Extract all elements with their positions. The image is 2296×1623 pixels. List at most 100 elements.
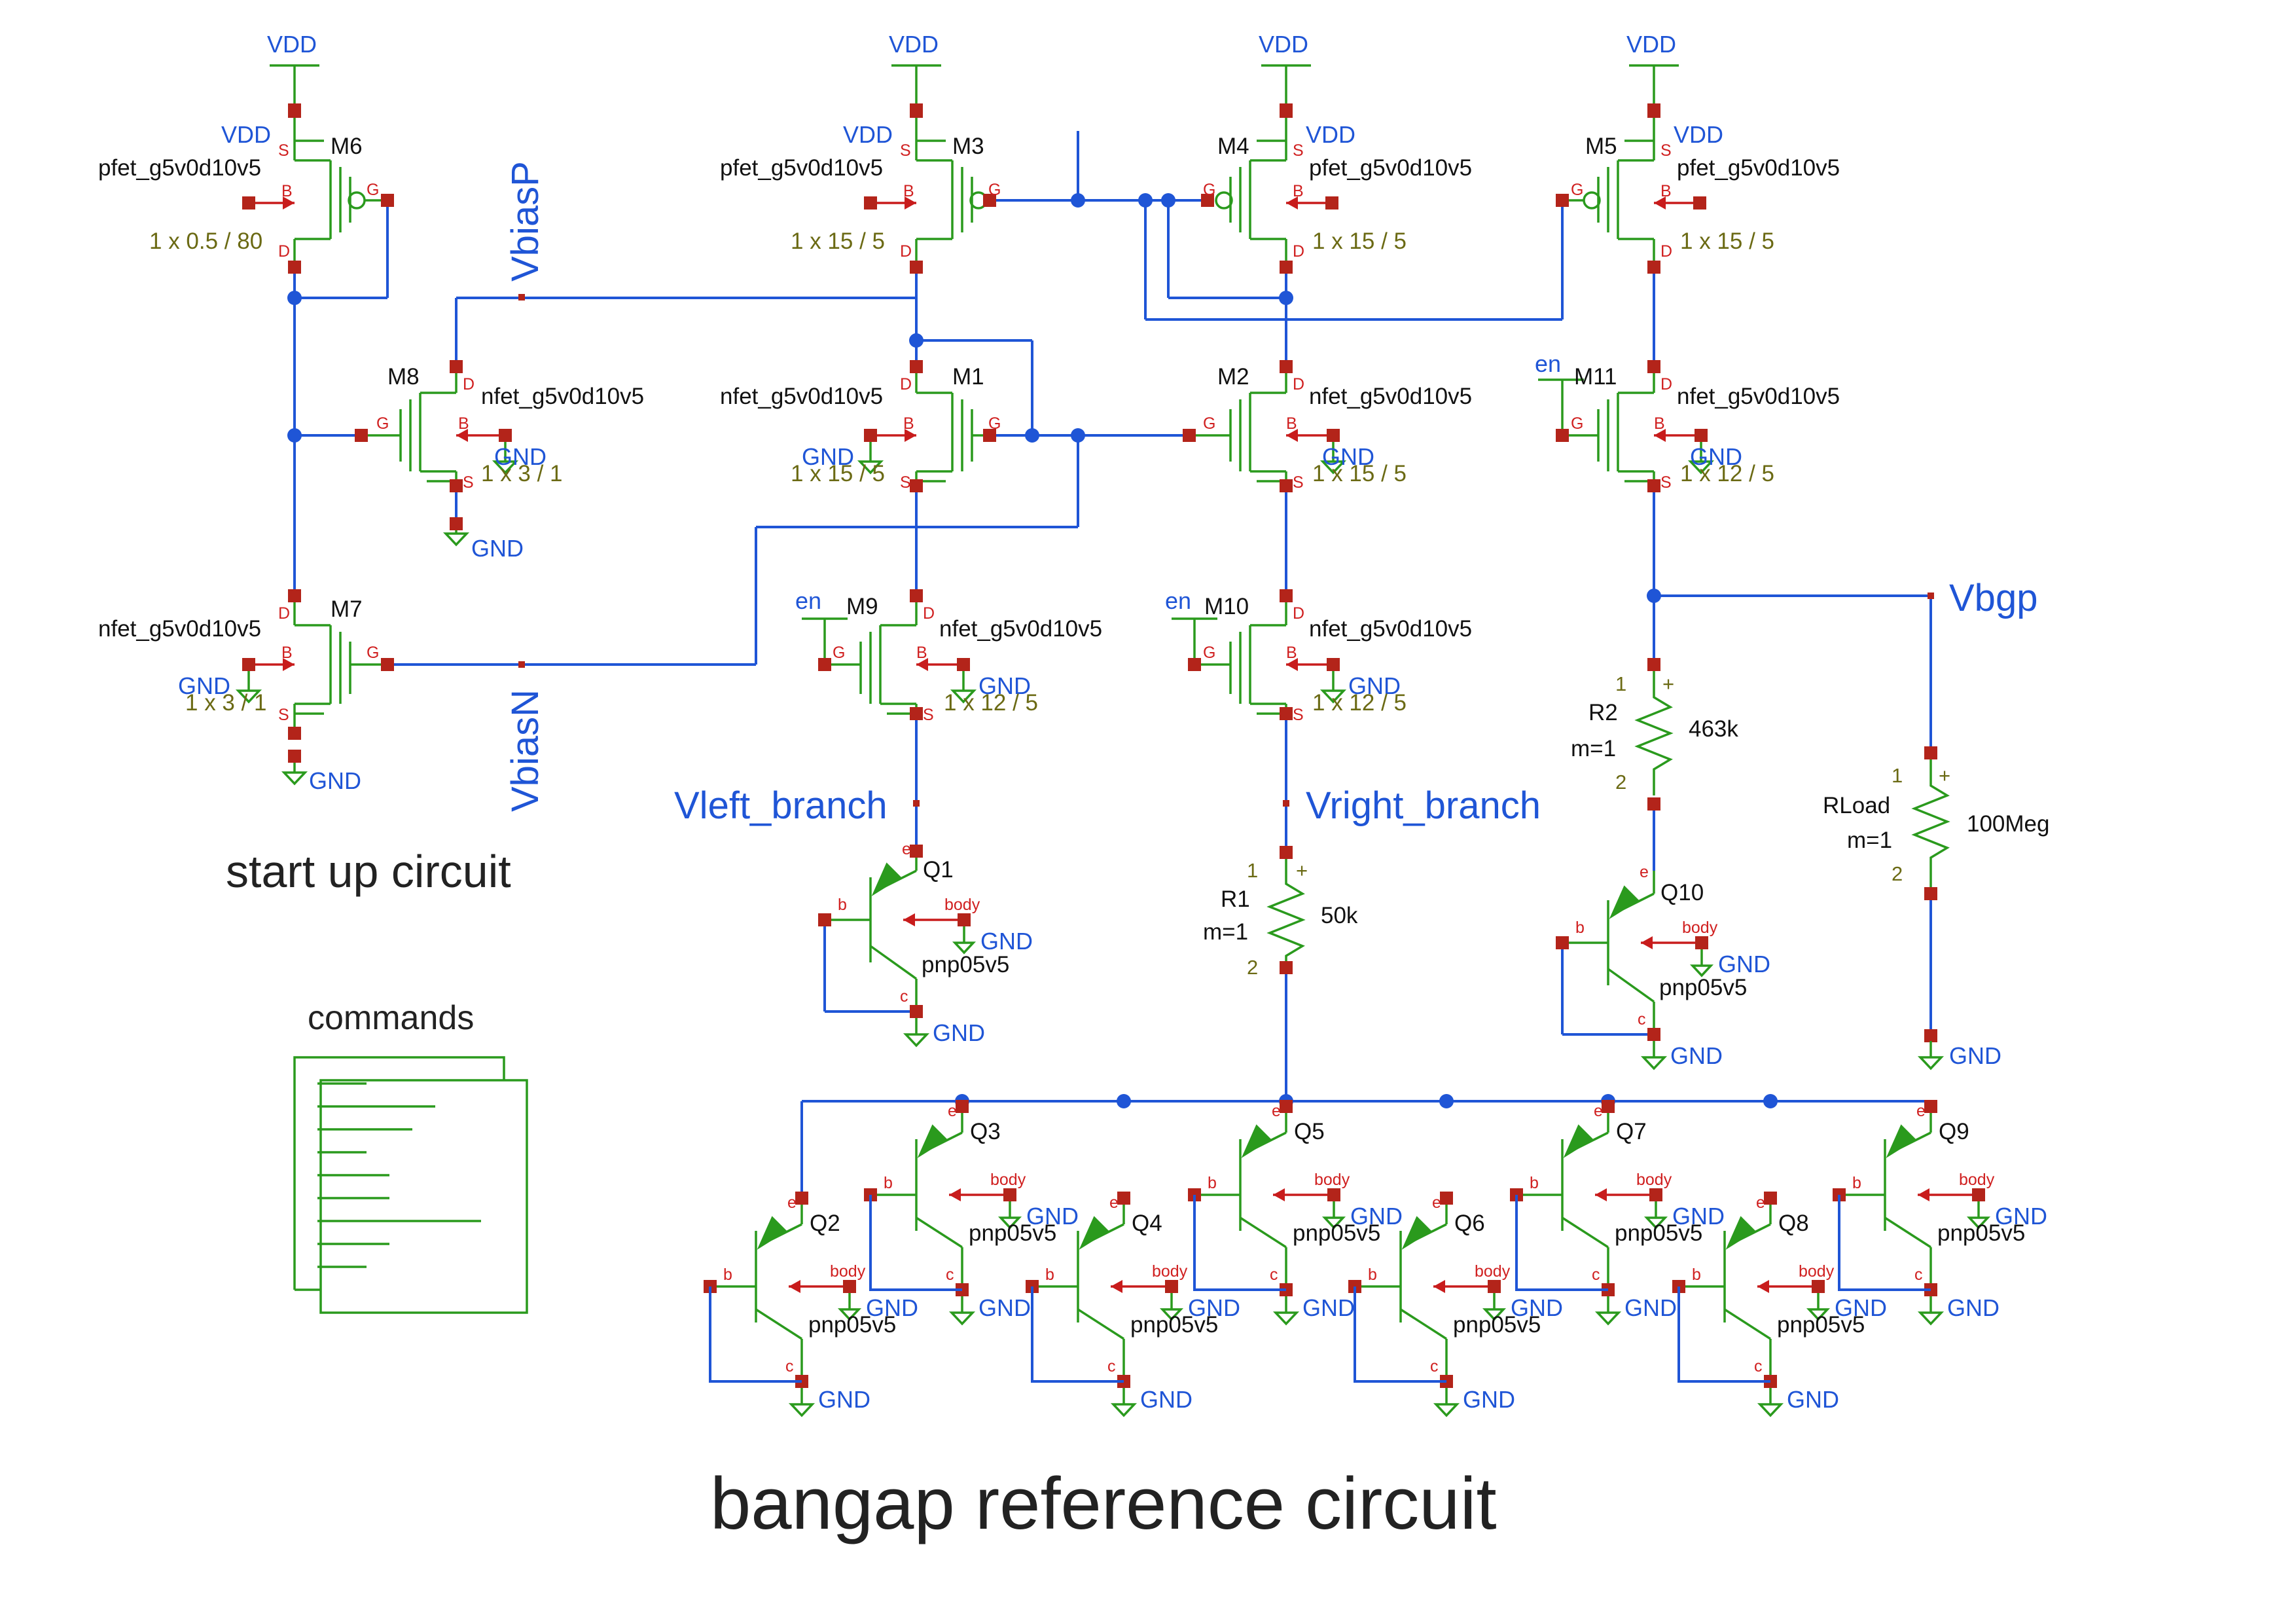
svg-text:pnp05v5: pnp05v5 [922, 952, 1009, 977]
svg-text:c: c [1754, 1357, 1763, 1376]
gnd-label: GND [1947, 1294, 2000, 1321]
svg-text:D: D [278, 242, 290, 261]
svg-text:G: G [988, 414, 1001, 433]
svg-text:M7: M7 [331, 596, 363, 622]
svg-text:pfet_g5v0d10v5: pfet_g5v0d10v5 [1677, 155, 1840, 181]
gnd-label: GND [1672, 1203, 1725, 1230]
svg-text:Q10: Q10 [1660, 880, 1704, 905]
svg-text:nfet_g5v0d10v5: nfet_g5v0d10v5 [1309, 384, 1472, 409]
svg-text:body: body [1152, 1262, 1188, 1281]
svg-text:b: b [838, 896, 847, 914]
svg-text:VDD: VDD [1674, 121, 1723, 148]
svg-text:GND: GND [978, 672, 1031, 699]
svg-text:VDD: VDD [1626, 31, 1676, 58]
svg-text:100Meg: 100Meg [1967, 811, 2049, 837]
svg-text:G: G [833, 644, 845, 662]
svg-text:GND: GND [1322, 443, 1374, 470]
svg-text:GND: GND [802, 443, 854, 470]
svg-text:B: B [1660, 182, 1672, 200]
device-name: Q5 [1294, 1119, 1325, 1144]
svg-text:VDD: VDD [843, 121, 893, 148]
svg-text:+: + [1662, 672, 1674, 695]
mosfet-m1[interactable]: GND M1 nfet_g5v0d10v5 1 x 15 / 5 D B G S [720, 360, 1001, 492]
svg-text:B: B [903, 182, 914, 200]
svg-text:nfet_g5v0d10v5: nfet_g5v0d10v5 [939, 616, 1102, 642]
device-name: Q9 [1939, 1119, 1969, 1144]
gnd-label: GND [866, 1294, 918, 1321]
svg-text:S: S [278, 141, 289, 160]
mosfet-m9[interactable]: en GND M9 nfet_g5v0d10v5 1 x 12 / 5 D B … [795, 587, 1102, 724]
mosfet-m8[interactable]: GND GND M8 nfet_g5v0d10v5 1 x 3 / 1 D B … [355, 360, 644, 562]
svg-text:e: e [1594, 1102, 1603, 1120]
svg-text:c: c [1638, 1010, 1646, 1029]
svg-text:+: + [1296, 859, 1308, 882]
gnd-label: GND [1511, 1294, 1563, 1321]
svg-text:b: b [1852, 1174, 1861, 1192]
svg-text:D: D [900, 242, 912, 261]
svg-text:M8: M8 [387, 364, 420, 390]
resistor-r1[interactable]: 1 + 2 R1 m=1 50k [1203, 846, 1358, 979]
svg-text:pnp05v5: pnp05v5 [1659, 975, 1747, 1000]
svg-text:G: G [1203, 414, 1215, 433]
svg-text:G: G [1203, 181, 1215, 199]
mosfet-m5[interactable]: VDD VDD M5 pfet_g5v0d10v5 1 x 15 / 5 S B… [1556, 31, 1840, 274]
svg-text:1: 1 [1615, 672, 1626, 695]
svg-text:B: B [916, 644, 927, 662]
svg-text:b: b [1575, 919, 1585, 937]
mosfet-m7[interactable]: GND GND M7 nfet_g5v0d10v5 1 x 3 / 1 D B … [98, 589, 394, 794]
resistor-r2[interactable]: 1 + 2 R2 m=1 463k [1571, 658, 1738, 811]
mosfet-m11[interactable]: en GND M11 nfet_g5v0d10v5 1 x 12 / 5 D B… [1535, 350, 1840, 492]
svg-text:2: 2 [1892, 862, 1903, 885]
device-name: Q6 [1454, 1211, 1485, 1236]
svg-text:1: 1 [1247, 859, 1258, 882]
svg-text:D: D [1660, 242, 1672, 261]
svg-text:M10: M10 [1204, 594, 1249, 619]
svg-text:G: G [376, 414, 389, 433]
bjt-q10[interactable]: GND GND Q10 pnp05v5 e b body c [1556, 863, 1770, 1070]
svg-text:D: D [463, 375, 475, 393]
svg-text:GND: GND [1670, 1042, 1723, 1069]
gnd-label: GND [1140, 1386, 1193, 1413]
bjt-q1[interactable]: GND GND Q1 pnp05v5 e b body c [818, 840, 1033, 1047]
mosfet-m10[interactable]: en GND M10 nfet_g5v0d10v5 1 x 12 / 5 D B… [1165, 587, 1472, 724]
mosfet-m3[interactable]: VDD VDD M3 pfet_g5v0d10v5 1 x 15 / 5 S B… [720, 31, 1001, 274]
mosfet-m6[interactable]: VDD VDD M6 pfet_g5v0d10v5 1 x 0.5 / 80 S… [98, 31, 394, 274]
svg-text:nfet_g5v0d10v5: nfet_g5v0d10v5 [481, 384, 644, 409]
gnd-symbol: GND [1919, 1029, 2001, 1070]
junction-dots [287, 193, 1778, 1108]
svg-text:body: body [944, 896, 980, 914]
gnd-label: GND [818, 1386, 870, 1413]
svg-text:RLoad: RLoad [1823, 793, 1890, 818]
mosfet-m4[interactable]: VDD VDD M4 pfet_g5v0d10v5 1 x 15 / 5 S B… [1201, 31, 1472, 274]
svg-text:1 x 3 / 1: 1 x 3 / 1 [481, 461, 563, 486]
gnd-label: GND [1624, 1294, 1677, 1321]
svg-text:VDD: VDD [1306, 121, 1355, 148]
svg-text:1 x 12 / 5: 1 x 12 / 5 [944, 690, 1038, 716]
mosfet-m2[interactable]: GND M2 nfet_g5v0d10v5 1 x 15 / 5 D B G S [1183, 360, 1472, 492]
svg-text:b: b [884, 1174, 893, 1192]
svg-text:body: body [1799, 1262, 1835, 1281]
svg-text:B: B [1654, 414, 1665, 433]
device-model: pnp05v5 [969, 1220, 1056, 1246]
device-name: Q8 [1778, 1211, 1809, 1236]
svg-text:m=1: m=1 [1203, 919, 1248, 945]
resistor-rload[interactable]: 1 + 2 RLoad m=1 100Meg [1823, 746, 2049, 900]
svg-text:2: 2 [1615, 771, 1626, 793]
svg-text:body: body [990, 1171, 1026, 1189]
svg-text:S: S [1293, 473, 1304, 492]
svg-text:S: S [278, 706, 289, 724]
svg-text:e: e [948, 1102, 957, 1120]
commands-document-icon[interactable] [293, 1056, 528, 1314]
svg-text:body: body [830, 1262, 866, 1281]
device-model: pnp05v5 [1615, 1220, 1702, 1246]
vdd-label: VDD [267, 31, 317, 58]
